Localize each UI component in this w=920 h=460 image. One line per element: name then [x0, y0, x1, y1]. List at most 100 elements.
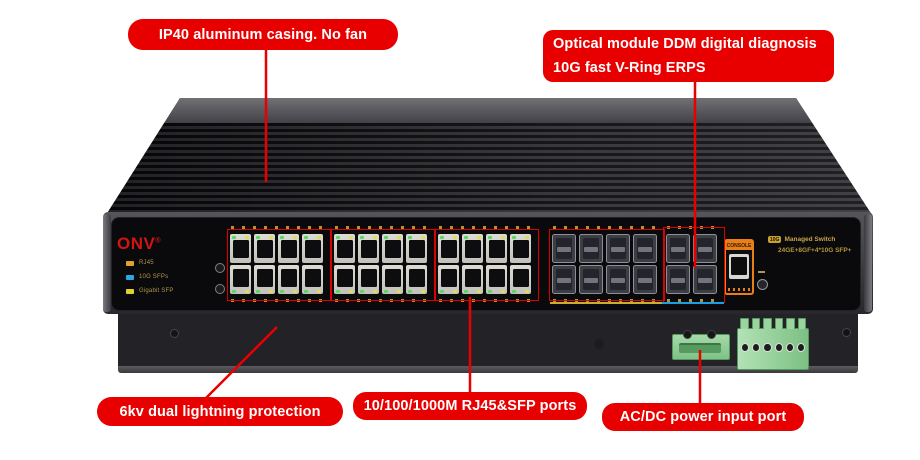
device-top-case [106, 98, 872, 215]
port-number-row [231, 299, 325, 302]
sfp-port-group [666, 226, 720, 302]
rj45-port [230, 234, 251, 263]
port-row [438, 234, 531, 263]
led-legend-row: RJ45 [126, 256, 174, 270]
rj45-port [462, 234, 483, 263]
callout-casing-text: IP40 aluminum casing. No fan [158, 26, 368, 43]
callout-lightning-text: 6kv dual lightning protection [119, 403, 321, 420]
rj45-port [334, 265, 355, 294]
rj45-port-group [230, 226, 326, 302]
rj45-port [302, 265, 323, 294]
sfp-port [633, 234, 657, 263]
port-row [230, 234, 323, 263]
rj45-port-group [334, 226, 430, 302]
port-row [334, 265, 427, 294]
rj45-port [406, 234, 427, 263]
sfp-port [666, 234, 690, 263]
port-number-row [231, 226, 325, 229]
terminal-hole [774, 343, 783, 352]
brand-text: ONV [117, 234, 156, 253]
sfp-port [666, 265, 690, 294]
led-color-swatch [126, 260, 134, 266]
sfp-port [633, 265, 657, 294]
led-legend-label: 10G SFPs [139, 274, 169, 280]
port-row [230, 265, 323, 294]
terminal-holes [741, 343, 806, 352]
callout-ports-text: 10/100/1000M RJ45&SFP ports [363, 398, 577, 414]
port-number-row [439, 299, 533, 302]
speed-badge: 10G [768, 236, 782, 243]
rj45-port [278, 265, 299, 294]
rj45-port [302, 234, 323, 263]
gigabit-sfp-underline [550, 302, 662, 304]
rj45-port-group [438, 226, 534, 302]
power-input-terminal [672, 330, 730, 360]
sfp-port [552, 234, 576, 263]
terminal-tab [786, 318, 795, 329]
port-row [666, 234, 717, 263]
rj45-port [254, 265, 275, 294]
rj45-port [230, 265, 251, 294]
terminal-hole [763, 343, 772, 352]
base-dimple [594, 339, 604, 349]
rj45-port [462, 265, 483, 294]
callout-optical: Optical module DDM digital diagnosis 10G… [543, 30, 834, 82]
reset-button [757, 279, 768, 290]
led-color-swatch [126, 274, 134, 280]
panel-model-text: 10G Managed Switch 24GE+8GF+4*10G SFP+ [768, 236, 860, 254]
sfp-port-group [552, 226, 660, 302]
rj45-port [406, 265, 427, 294]
base-screw [842, 328, 851, 337]
terminal-hole [752, 343, 761, 352]
panel-endcap-right [864, 214, 872, 312]
terminal-tab [797, 318, 806, 329]
console-caption [728, 288, 750, 291]
rj45-port [510, 265, 531, 294]
panel-screw [215, 284, 225, 294]
rj45-port [382, 265, 403, 294]
terminal-screw [683, 330, 692, 339]
rj45-port [358, 234, 379, 263]
rj45-port [438, 234, 459, 263]
brand-trademark: ® [155, 237, 162, 245]
callout-optical-line1: Optical module DDM digital diagnosis [553, 36, 817, 52]
rj45-port [254, 234, 275, 263]
device-base-lip [118, 366, 858, 373]
top-rear-edge [106, 98, 872, 126]
sfp-port [606, 265, 630, 294]
sfp-port [579, 234, 603, 263]
callout-casing: IP40 aluminum casing. No fan [128, 19, 398, 50]
terminal-tab [751, 318, 760, 329]
heatsink-fins [106, 123, 872, 215]
port-row [666, 265, 717, 294]
model-line2: 24GE+8GF+4*10G SFP+ [778, 247, 852, 254]
callout-power: AC/DC power input port [602, 403, 804, 431]
port-number-row [667, 299, 719, 302]
led-legend-row: 10G SFPs [126, 270, 174, 284]
terminal-screw [707, 330, 716, 339]
rj45-port [510, 234, 531, 263]
port-row [334, 234, 427, 263]
port-number-row [553, 226, 659, 229]
led-legend-label: Gigabit SFP [139, 288, 174, 294]
rj45-port [486, 234, 507, 263]
sfp-port [693, 234, 717, 263]
rj45-port [486, 265, 507, 294]
led-color-swatch [126, 288, 134, 294]
panel-endcap-left [103, 214, 111, 312]
sfp-port [606, 234, 630, 263]
callout-optical-line2: 10G fast V-Ring ERPS [553, 60, 706, 76]
console-rj45-jack [729, 254, 749, 279]
port-row [438, 265, 531, 294]
terminal-tab [763, 318, 772, 329]
rj45-port [438, 265, 459, 294]
console-label: CONSOLE [726, 241, 752, 250]
port-number-row [335, 299, 429, 302]
brand-logo: ONV® [117, 234, 161, 254]
sfp-port [552, 265, 576, 294]
port-row [552, 234, 657, 263]
terminal-tab [774, 318, 783, 329]
terminal-tab [740, 318, 749, 329]
rj45-port [358, 265, 379, 294]
